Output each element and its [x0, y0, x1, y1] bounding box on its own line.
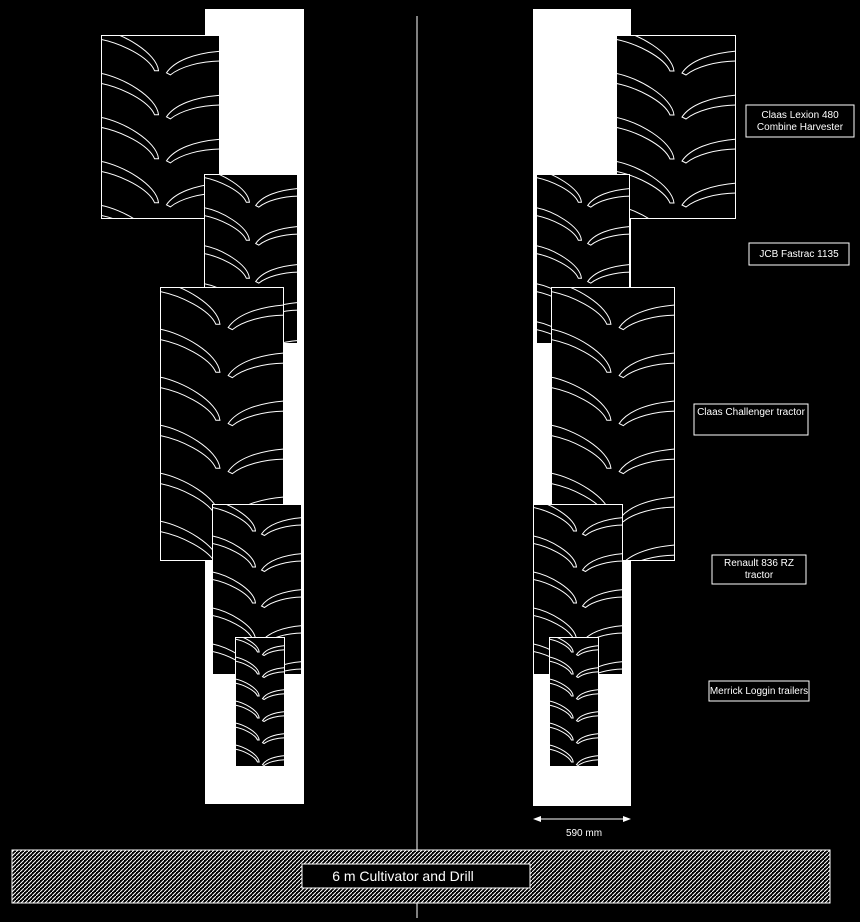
tyre-claas-lexion-left: [101, 35, 220, 219]
label-claas-challenger: Claas Challenger tractor: [693, 403, 809, 436]
label-claas-lexion-line2: Combine Harvester: [757, 122, 844, 133]
label-claas-lexion-line1: Claas Lexion 480: [761, 110, 839, 121]
label-renault-line2: tractor: [745, 570, 774, 581]
label-jcb-fastrac-text: JCB Fastrac 1135: [759, 249, 839, 260]
label-merrick: Merrick Loggin trailers: [708, 680, 810, 702]
tyre-merrick-right: [549, 637, 599, 767]
label-jcb-fastrac: JCB Fastrac 1135: [748, 242, 850, 266]
tyre-renault-right: [533, 504, 623, 675]
dimension-label: 590 mm: [566, 828, 602, 839]
tyre-merrick-left: [235, 637, 285, 767]
tyre-claas-lexion-right: [616, 35, 736, 219]
label-renault-line1: Renault 836 RZ: [724, 558, 794, 569]
implement-title: 6 m Cultivator and Drill: [332, 868, 474, 884]
tyre-group: [101, 35, 736, 767]
tyre-renault-left: [212, 504, 302, 675]
label-claas-lexion: Claas Lexion 480 Combine Harvester: [745, 104, 855, 138]
implement-bar: 6 m Cultivator and Drill: [11, 849, 831, 904]
track-width-dimension: 590 mm: [533, 816, 631, 839]
label-merrick-text: Merrick Loggin trailers: [710, 686, 808, 697]
label-renault: Renault 836 RZ tractor: [711, 554, 807, 585]
label-claas-challenger-text: Claas Challenger tractor: [697, 407, 805, 418]
